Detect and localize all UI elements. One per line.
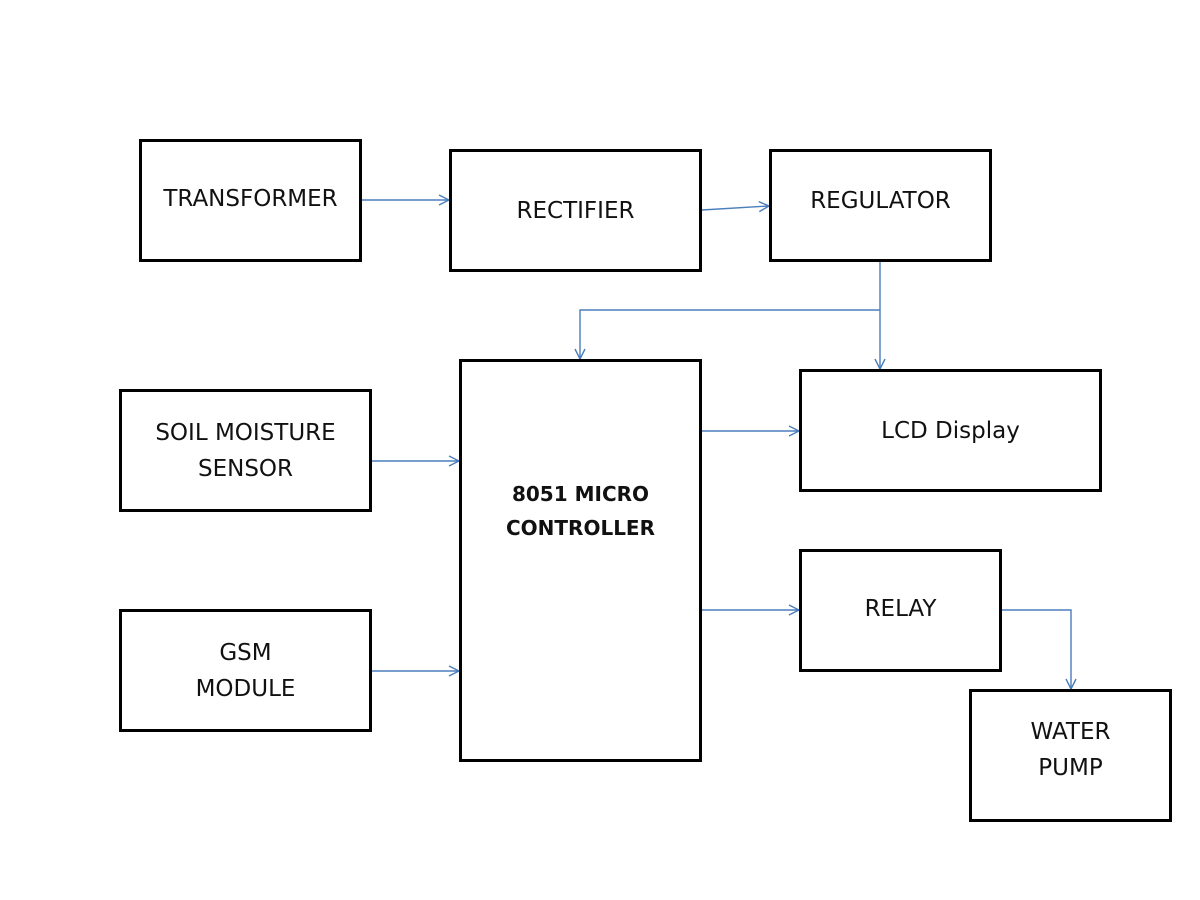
rectifier-block: RECTIFIER	[449, 149, 702, 272]
microcontroller-label-line-2: MICRO	[574, 481, 650, 506]
water-pump-block: WATER PUMP	[969, 689, 1172, 822]
arrow-relay-to-pump	[1002, 609, 1071, 689]
rectifier-label: RECTIFIER	[517, 193, 635, 229]
arrow-rectifier-to-regulator	[701, 206, 769, 210]
rectifier-label-line-1: RECTIFIER	[516, 197, 635, 224]
microcontroller-label: 8051 MICRO CONTROLLER	[462, 477, 699, 545]
relay-label-line-1: RELAY	[864, 595, 937, 622]
relay-label: RELAY	[865, 591, 937, 627]
regulator-block: REGULATOR	[769, 149, 992, 262]
soil-moisture-sensor-label: SOIL MOISTURE SENSOR	[155, 415, 335, 487]
lcd-display-label-line-1: LCD Display	[881, 417, 1020, 444]
microcontroller-label-line-3: CONTROLLER	[505, 515, 655, 540]
regulator-label-line-1: REGULATOR	[810, 187, 951, 214]
lcd-display-label: LCD Display	[881, 413, 1020, 449]
water-pump-label: WATER PUMP	[1031, 714, 1111, 786]
gsm-module-label: GSM MODULE	[196, 635, 296, 707]
water-pump-label-line-2: PUMP	[1038, 754, 1103, 781]
lcd-display-block: LCD Display	[799, 369, 1102, 492]
transformer-block: TRANSFORMER	[139, 139, 362, 262]
gsm-module-label-line-2: MODULE	[195, 675, 296, 702]
soil-moisture-sensor-label-line-2: SENSOR	[197, 455, 294, 482]
relay-block: RELAY	[799, 549, 1002, 672]
water-pump-label-line-1: WATER	[1030, 718, 1111, 745]
soil-moisture-sensor-block: SOIL MOISTURE SENSOR	[119, 389, 372, 512]
regulator-label: REGULATOR	[810, 183, 951, 219]
microcontroller-block: 8051 MICRO CONTROLLER	[459, 359, 702, 762]
transformer-label-line-1: TRANSFORMER	[163, 185, 338, 212]
arrow-regulator-to-microcontroller	[580, 309, 880, 359]
transformer-label: TRANSFORMER	[163, 181, 337, 217]
gsm-module-label-line-1: GSM	[219, 639, 272, 666]
microcontroller-label-line-1: 8051	[511, 481, 568, 506]
gsm-module-block: GSM MODULE	[119, 609, 372, 732]
soil-moisture-sensor-label-line-1: SOIL MOISTURE	[155, 419, 336, 446]
